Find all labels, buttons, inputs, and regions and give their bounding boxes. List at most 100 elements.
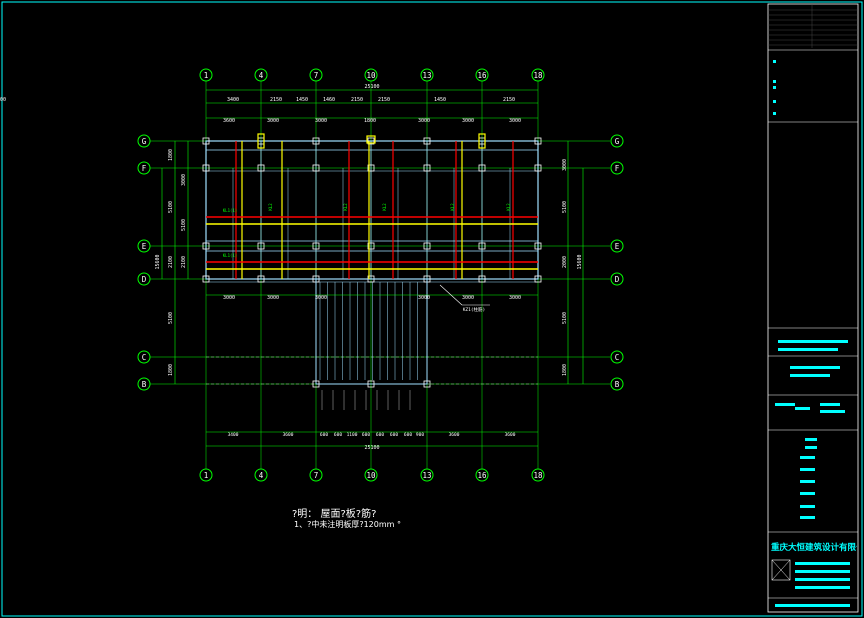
dim-right-total: 15600: [577, 254, 583, 269]
column: [534, 164, 542, 172]
dim-right-4: 1800: [562, 364, 568, 376]
axis-right-E-label: E: [615, 242, 620, 251]
structure-plan: [202, 137, 542, 410]
dim-left-inner-2: 2100: [181, 256, 187, 268]
column: [534, 242, 542, 250]
dim-left-inner-1: 5100: [181, 219, 187, 231]
axis-left-D-circle: [137, 272, 151, 286]
title-block-bullet: [773, 80, 776, 83]
axis-right-F-label: F: [615, 164, 620, 173]
title-block-field: [820, 410, 845, 413]
axis-left-F-circle: [137, 161, 151, 175]
dim-inner-top-1: 3000: [267, 118, 279, 124]
title-block-field: [800, 468, 815, 471]
beam-label: KL1(1): [223, 253, 237, 258]
dim-top-4: 2150: [351, 97, 363, 103]
highlight-col: [366, 135, 376, 144]
dim-inner-top-6: 3000: [509, 118, 521, 124]
title-block-field: [790, 374, 830, 377]
title-block-field: [795, 407, 810, 410]
dim-mid-3: 3000: [418, 295, 430, 301]
axis-top-4-circle: [254, 68, 268, 82]
axis-top-10-label: 10: [366, 71, 376, 80]
axis-right-E-circle: [610, 239, 624, 253]
column: [478, 164, 486, 172]
axis-top-10-circle: [364, 68, 378, 82]
dim-bottom-0: 3400: [228, 432, 239, 438]
dim-mid-5: 3000: [509, 295, 521, 301]
dim-top-8: 3600: [0, 97, 6, 103]
dim-left-3: 5100: [168, 312, 174, 324]
column: [478, 275, 486, 283]
dim-mid-4: 3000: [462, 295, 474, 301]
title-block-field: [805, 438, 817, 441]
axis-left-F-label: F: [142, 164, 147, 173]
dim-top-3: 1460: [323, 97, 335, 103]
highlight-col: [257, 133, 265, 149]
axis-right-D-circle: [610, 272, 624, 286]
axis-bottom-13-circle: [420, 468, 434, 482]
dim-right-2: 2000: [562, 256, 568, 268]
notes-title: ?明： 屋面?板?筋?: [292, 509, 377, 520]
dim-inner-top-0: 3600: [223, 118, 235, 124]
dim-top-5: 2150: [378, 97, 390, 103]
dim-right-0: 3000: [562, 159, 568, 171]
column: [367, 380, 375, 388]
column: [367, 242, 375, 250]
title-block-field: [800, 480, 815, 483]
axis-bottom-1-circle: [199, 468, 213, 482]
dim-bottom-9: 900: [416, 432, 424, 438]
axis-left-C-label: C: [142, 353, 147, 362]
dim-right-3: 5100: [562, 312, 568, 324]
column: [312, 380, 320, 388]
axis-top-16-label: 16: [477, 71, 487, 80]
title-block-field: [775, 604, 850, 607]
column: [202, 275, 210, 283]
dim-bottom-6: 600: [376, 432, 384, 438]
axis-bottom-10-label: 10: [366, 471, 376, 480]
axis-right-G-label: G: [615, 137, 620, 146]
logo-mark: [771, 559, 791, 581]
dim-bottom-4: 1100: [347, 432, 358, 438]
column: [423, 137, 431, 145]
title-block-bullet: [773, 60, 776, 63]
column: [312, 137, 320, 145]
building-outline: [205, 140, 539, 280]
title-block-field: [790, 366, 840, 369]
axis-top-7-circle: [309, 68, 323, 82]
dim-bottom-10: 3600: [449, 432, 460, 438]
axis-right-C-circle: [610, 350, 624, 364]
axis-bottom-7-circle: [309, 468, 323, 482]
column: [257, 242, 265, 250]
title-block-field: [775, 403, 795, 406]
dim-inner-top-2: 3000: [315, 118, 327, 124]
title-block-field: [800, 516, 815, 519]
column: [367, 137, 375, 145]
axis-top-1-label: 1: [204, 71, 209, 80]
column: [367, 164, 375, 172]
dim-mid-1: 3000: [267, 295, 279, 301]
title-block-field: [800, 505, 815, 508]
dim-bottom-1: 3600: [283, 432, 294, 438]
title-block-field: [778, 340, 848, 343]
axis-bottom-4-label: 4: [259, 471, 264, 480]
axis-left-B-circle: [137, 377, 151, 391]
dim-left-inner-0: 3000: [181, 174, 187, 186]
axis-top-16-circle: [475, 68, 489, 82]
title-block-frame: [767, 3, 859, 613]
dim-mid-2: 3000: [315, 295, 327, 301]
title-block-field: [795, 562, 850, 565]
dim-top-total: 25100: [364, 84, 379, 90]
axis-top-4-label: 4: [259, 71, 264, 80]
column: [423, 164, 431, 172]
title-block-bullet: [773, 86, 776, 89]
dim-mid-0: 3000: [223, 295, 235, 301]
axis-right-C-label: C: [615, 353, 620, 362]
dim-inner-top-3: 1800: [364, 118, 376, 124]
column: [423, 380, 431, 388]
dim-top-2: 1450: [296, 97, 308, 103]
callout-leader: [439, 284, 463, 306]
